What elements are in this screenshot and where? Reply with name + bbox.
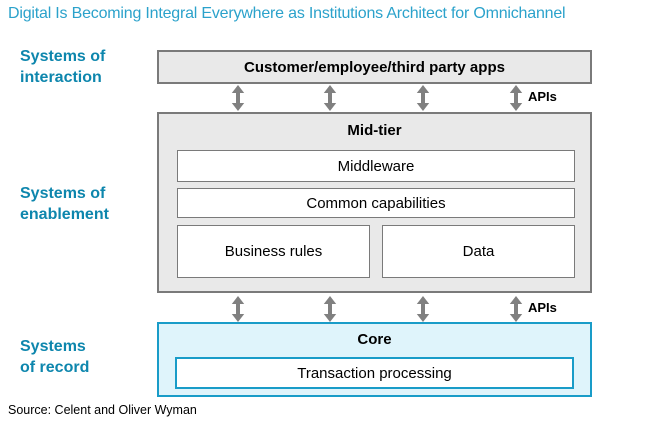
side-label-systems-of-enablement: Systems of enablement bbox=[20, 183, 160, 225]
transaction-processing-box: Transaction processing bbox=[175, 357, 574, 389]
double-arrow-icon bbox=[323, 85, 337, 111]
common-capabilities-box: Common capabilities bbox=[177, 188, 575, 218]
apps-box: Customer/employee/third party apps bbox=[157, 50, 592, 84]
side-label-systems-of-record: Systems of record bbox=[20, 336, 160, 378]
double-arrow-icon bbox=[509, 296, 523, 322]
apis-label-bottom: APIs bbox=[528, 300, 557, 315]
side-label-line: Systems of bbox=[20, 48, 106, 65]
core-box: Core Transaction processing bbox=[157, 322, 592, 397]
double-arrow-icon bbox=[416, 85, 430, 111]
side-label-line: of record bbox=[20, 359, 90, 376]
apis-label-top: APIs bbox=[528, 89, 557, 104]
source-line: Source: Celent and Oliver Wyman bbox=[8, 403, 197, 417]
side-label-systems-of-interaction: Systems of interaction bbox=[20, 46, 160, 88]
side-label-line: enablement bbox=[20, 206, 109, 223]
mid-tier-title: Mid-tier bbox=[347, 122, 402, 139]
apps-box-label: Customer/employee/third party apps bbox=[244, 58, 505, 76]
double-arrow-icon bbox=[323, 296, 337, 322]
middleware-label: Middleware bbox=[337, 157, 415, 175]
side-label-line: Systems bbox=[20, 338, 86, 355]
data-label: Data bbox=[462, 243, 495, 260]
business-rules-label: Business rules bbox=[224, 243, 323, 260]
mid-tier-box: Mid-tier Middleware Common capabilities … bbox=[157, 112, 592, 293]
transaction-processing-label: Transaction processing bbox=[297, 364, 452, 382]
double-arrow-icon bbox=[231, 85, 245, 111]
core-title: Core bbox=[357, 331, 392, 348]
slide-title: Digital Is Becoming Integral Everywhere … bbox=[8, 5, 566, 22]
middleware-box: Middleware bbox=[177, 150, 575, 182]
side-label-line: interaction bbox=[20, 69, 102, 86]
double-arrow-icon bbox=[231, 296, 245, 322]
common-capabilities-label: Common capabilities bbox=[306, 194, 446, 212]
double-arrow-icon bbox=[509, 85, 523, 111]
double-arrow-icon bbox=[416, 296, 430, 322]
data-box: Data bbox=[382, 225, 575, 278]
business-rules-box: Business rules bbox=[177, 225, 370, 278]
side-label-line: Systems of bbox=[20, 185, 106, 202]
